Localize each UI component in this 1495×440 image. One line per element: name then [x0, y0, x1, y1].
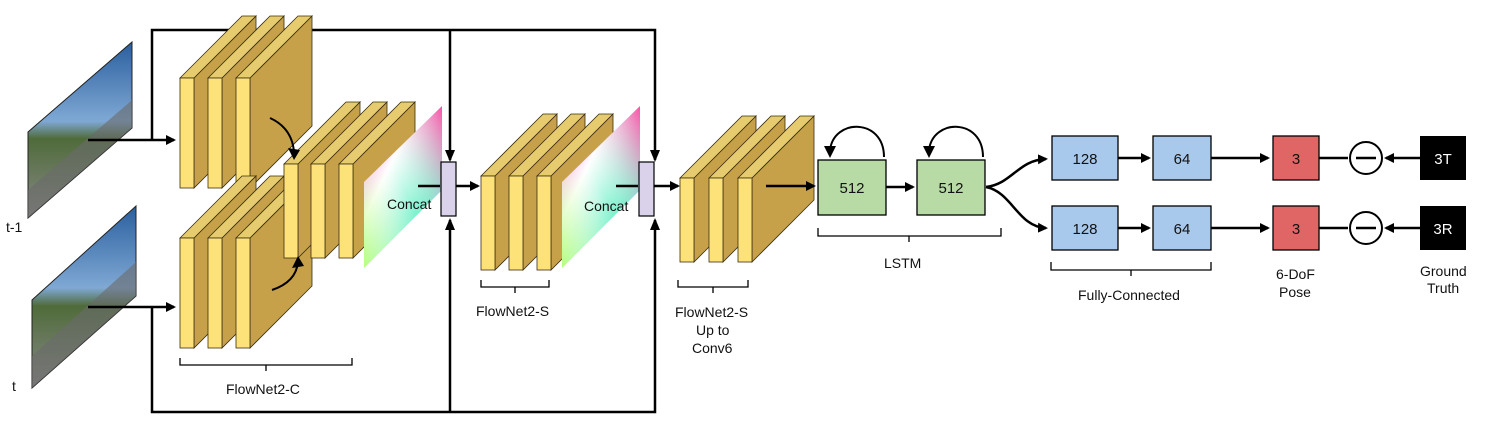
- concat-block-2: [638, 161, 655, 217]
- truth-rotation-label: 3R: [1433, 221, 1452, 238]
- concat1-top-arrowhead: [445, 150, 455, 162]
- flownet-s-conv6-stack: [679, 115, 815, 263]
- fc-bottom-128: [1051, 205, 1119, 251]
- concat2-top-arrowhead: [650, 150, 660, 162]
- lstm-label: LSTM: [884, 255, 921, 271]
- fc-bottom-64: [1152, 205, 1212, 251]
- fc-bottom-128-label: 128: [1072, 221, 1097, 238]
- curve-arrow-top-head: [288, 148, 300, 160]
- flownet2-s-conv6-line1: FlowNet2-S: [675, 304, 748, 320]
- ground-truth-line2: Truth: [1427, 280, 1459, 296]
- ground-truth-line1: Ground: [1420, 263, 1467, 279]
- fc-top-128-label: 128: [1072, 151, 1097, 168]
- brackets: [179, 228, 1212, 371]
- lstm-loop-2-head: [923, 146, 935, 158]
- flownet-c-top-stack: [179, 15, 313, 189]
- concat-label-2: Concat: [584, 198, 628, 214]
- pose-bottom-output-label: 3: [1292, 221, 1300, 238]
- frame-curr-image: [31, 204, 137, 390]
- lstm-cell-2-label: 512: [938, 180, 963, 197]
- conv-layer: [235, 15, 313, 189]
- truth-rotation-box: [1420, 206, 1466, 250]
- frame-prev-label: t-1: [6, 219, 23, 235]
- truth-translation-box: [1420, 136, 1466, 180]
- branch-top-arrow: [985, 154, 1048, 189]
- conv-layer: [737, 115, 815, 263]
- curve-arrow-top: [269, 117, 295, 153]
- lstm-loop-1: [829, 125, 885, 158]
- curve-arrow-bottom-head: [292, 256, 304, 268]
- flownet2-s-label: FlowNet2-S: [476, 303, 549, 319]
- fc-top-64-label: 64: [1174, 151, 1191, 168]
- concat-label-1: Concat: [387, 196, 431, 212]
- concat1-bottom-arrowhead: [445, 218, 455, 230]
- pose-top-output-label: 3: [1292, 151, 1300, 168]
- conv-layers: [179, 15, 815, 349]
- flownet2-s-conv6-line3: Conv6: [692, 340, 733, 356]
- pose-top-output: [1272, 135, 1320, 181]
- fc-top-64: [1152, 135, 1212, 181]
- lstm-loop-2: [928, 125, 984, 158]
- flow-image-2: [562, 106, 640, 268]
- concat-block-1: [440, 161, 457, 217]
- frame-prev-image: [27, 40, 133, 220]
- fully-connected-label: Fully-Connected: [1078, 287, 1180, 303]
- frame-curr-label: t: [12, 378, 16, 394]
- truth-translation-label: 3T: [1434, 151, 1452, 168]
- flownet-enclosure: [150, 28, 657, 414]
- pose-label-line2: Pose: [1279, 284, 1311, 300]
- concat2-bottom-arrowhead: [650, 218, 660, 230]
- flownet2-s-conv6-line2: Up to: [696, 322, 730, 338]
- flownet2-c-label: FlowNet2-C: [226, 381, 300, 397]
- flow-image-1: [364, 106, 442, 268]
- fc-bottom-64-label: 64: [1174, 221, 1191, 238]
- pose-label-line1: 6-DoF: [1276, 266, 1315, 282]
- lstm-loop-1-head: [824, 146, 836, 158]
- lstm-cell-2: [916, 159, 986, 216]
- lstm-cell-1-label: 512: [839, 180, 864, 197]
- pose-bottom-output: [1272, 205, 1320, 251]
- branch-bottom-arrow: [985, 185, 1048, 233]
